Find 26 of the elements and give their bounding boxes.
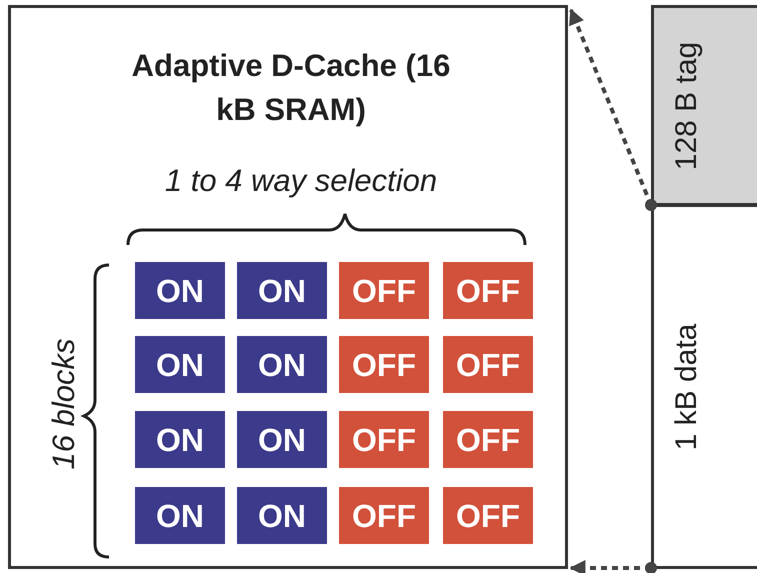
way-block: ON — [237, 336, 327, 393]
way-block: OFF — [443, 336, 533, 393]
way-block: OFF — [339, 411, 429, 468]
dashed-arrow — [569, 560, 657, 573]
way-block: OFF — [443, 487, 533, 544]
data-box — [651, 204, 757, 569]
cache-box — [8, 5, 568, 569]
heading: Adaptive D-Cache (16 kB SRAM) — [130, 47, 452, 129]
way-block: ON — [237, 411, 327, 468]
way-block: OFF — [443, 411, 533, 468]
tag-label: 128 B tag — [669, 40, 704, 172]
way-block: ON — [135, 411, 225, 468]
way-block: OFF — [339, 487, 429, 544]
way-block: ON — [135, 487, 225, 544]
way-block: ON — [237, 262, 327, 319]
blocks-label: 16 blocks — [46, 338, 82, 472]
way-block: ON — [135, 262, 225, 319]
tag-box — [651, 5, 757, 206]
way-block: OFF — [443, 262, 533, 319]
dashed-arrow — [569, 8, 657, 211]
way-block: OFF — [339, 262, 429, 319]
way-block: OFF — [339, 336, 429, 393]
data-label: 1 kB data — [669, 322, 704, 452]
way-block: ON — [135, 336, 225, 393]
way-block: ON — [237, 487, 327, 544]
selection-label: 1 to 4 way selection — [164, 162, 438, 200]
